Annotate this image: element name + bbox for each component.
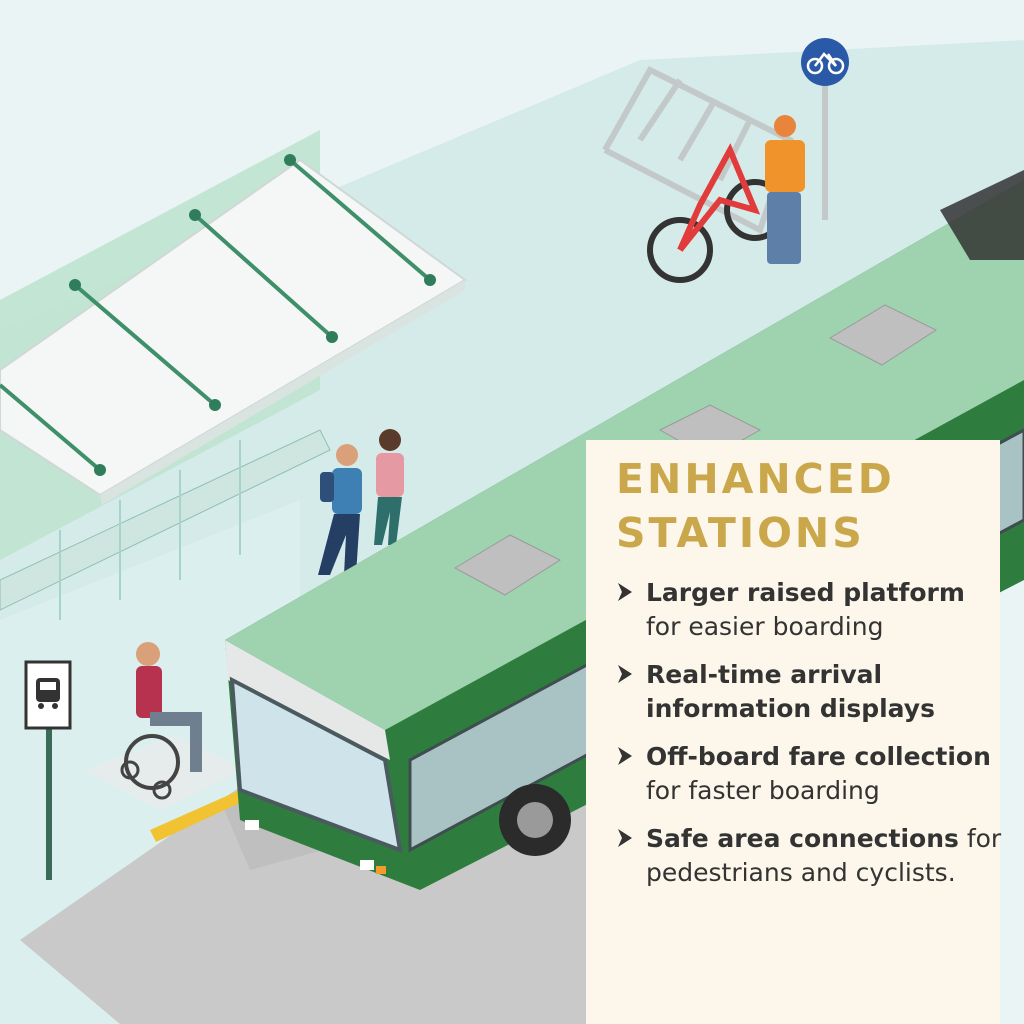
feature-rest-text: for pedestrians and cyclists. (646, 824, 1002, 887)
bike-rack (602, 66, 794, 235)
feature-item-real-time: Real-time arrival information displays (616, 658, 1006, 726)
chevron-right-icon (618, 583, 632, 601)
wheelchair-user (85, 642, 245, 810)
feature-item-connections: Safe area connections for pedestrians an… (616, 822, 1006, 890)
feature-strong-text: Off-board fare collection (646, 742, 991, 771)
chevron-right-icon (618, 829, 632, 847)
feature-item-fare: Off-board fare collection for faster boa… (616, 740, 1006, 808)
panel-title-line-2: STATIONS (616, 509, 865, 557)
panel-title: ENHANCED STATIONS (616, 452, 1000, 560)
feature-list: Larger raised platform for easier boardi… (616, 576, 1001, 890)
chevron-right-icon (618, 665, 632, 683)
info-panel: ENHANCED STATIONS Larger raised platform… (586, 440, 1001, 1024)
shelter-bench (0, 429, 331, 611)
feature-strong-text: Real-time arrival information displays (646, 660, 935, 723)
feature-strong-text: Safe area connections (646, 824, 959, 853)
platform-curb (150, 790, 246, 842)
bus-stop-sign (24, 660, 72, 880)
pedestrians (318, 429, 404, 575)
feature-item-platform: Larger raised platform for easier boardi… (616, 576, 1006, 644)
panel-title-line-1: ENHANCED (616, 455, 895, 503)
feature-rest-text: for easier boarding (646, 612, 884, 641)
cyclist (647, 115, 805, 283)
feature-rest-text: for faster boarding (646, 776, 880, 805)
bicycle-sign (801, 38, 849, 220)
chevron-right-icon (618, 747, 632, 765)
feature-strong-text: Larger raised platform (646, 578, 965, 607)
